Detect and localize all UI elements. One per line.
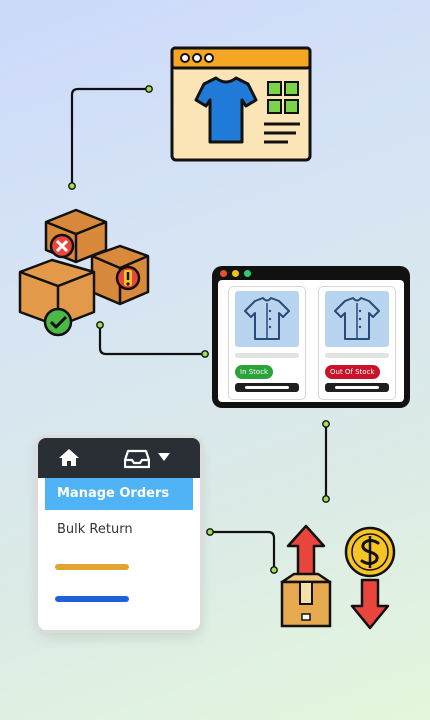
menu-header bbox=[38, 438, 200, 478]
menu-placeholder-bar bbox=[55, 596, 129, 602]
inbox-icon[interactable] bbox=[124, 447, 150, 469]
window-close-dot bbox=[220, 270, 227, 277]
add-to-cart-button[interactable] bbox=[235, 383, 299, 392]
product-image bbox=[235, 291, 299, 347]
return-box-refund-icon bbox=[280, 524, 396, 630]
shirt-icon bbox=[244, 297, 290, 340]
product-card[interactable]: Out Of Stock bbox=[318, 286, 396, 400]
product-grid: In Stock Out Of Stock bbox=[218, 280, 404, 402]
caret-down-icon[interactable] bbox=[158, 453, 170, 461]
menu-item-bulk-return[interactable]: Bulk Return bbox=[57, 522, 133, 537]
storefront-tshirt-icon bbox=[170, 46, 312, 162]
product-title-placeholder bbox=[235, 353, 299, 358]
shirt-icon bbox=[334, 297, 380, 340]
boxes-status-icon bbox=[18, 208, 150, 337]
stock-status-badge: In Stock bbox=[235, 365, 274, 379]
order-menu-card: Manage Orders Bulk Return bbox=[38, 438, 200, 630]
product-listing-window: In Stock Out Of Stock bbox=[212, 266, 410, 408]
menu-dropdown: Manage Orders Bulk Return bbox=[45, 478, 193, 620]
window-minimize-dot bbox=[232, 270, 239, 277]
stock-status-badge: Out Of Stock bbox=[325, 365, 380, 379]
menu-item-manage-orders[interactable]: Manage Orders bbox=[45, 478, 193, 510]
product-image bbox=[325, 291, 389, 347]
add-to-cart-button[interactable] bbox=[325, 383, 389, 392]
home-icon[interactable] bbox=[58, 447, 80, 467]
product-card[interactable]: In Stock bbox=[228, 286, 306, 400]
product-title-placeholder bbox=[325, 353, 389, 358]
menu-placeholder-bar bbox=[55, 564, 129, 570]
window-maximize-dot bbox=[244, 270, 251, 277]
